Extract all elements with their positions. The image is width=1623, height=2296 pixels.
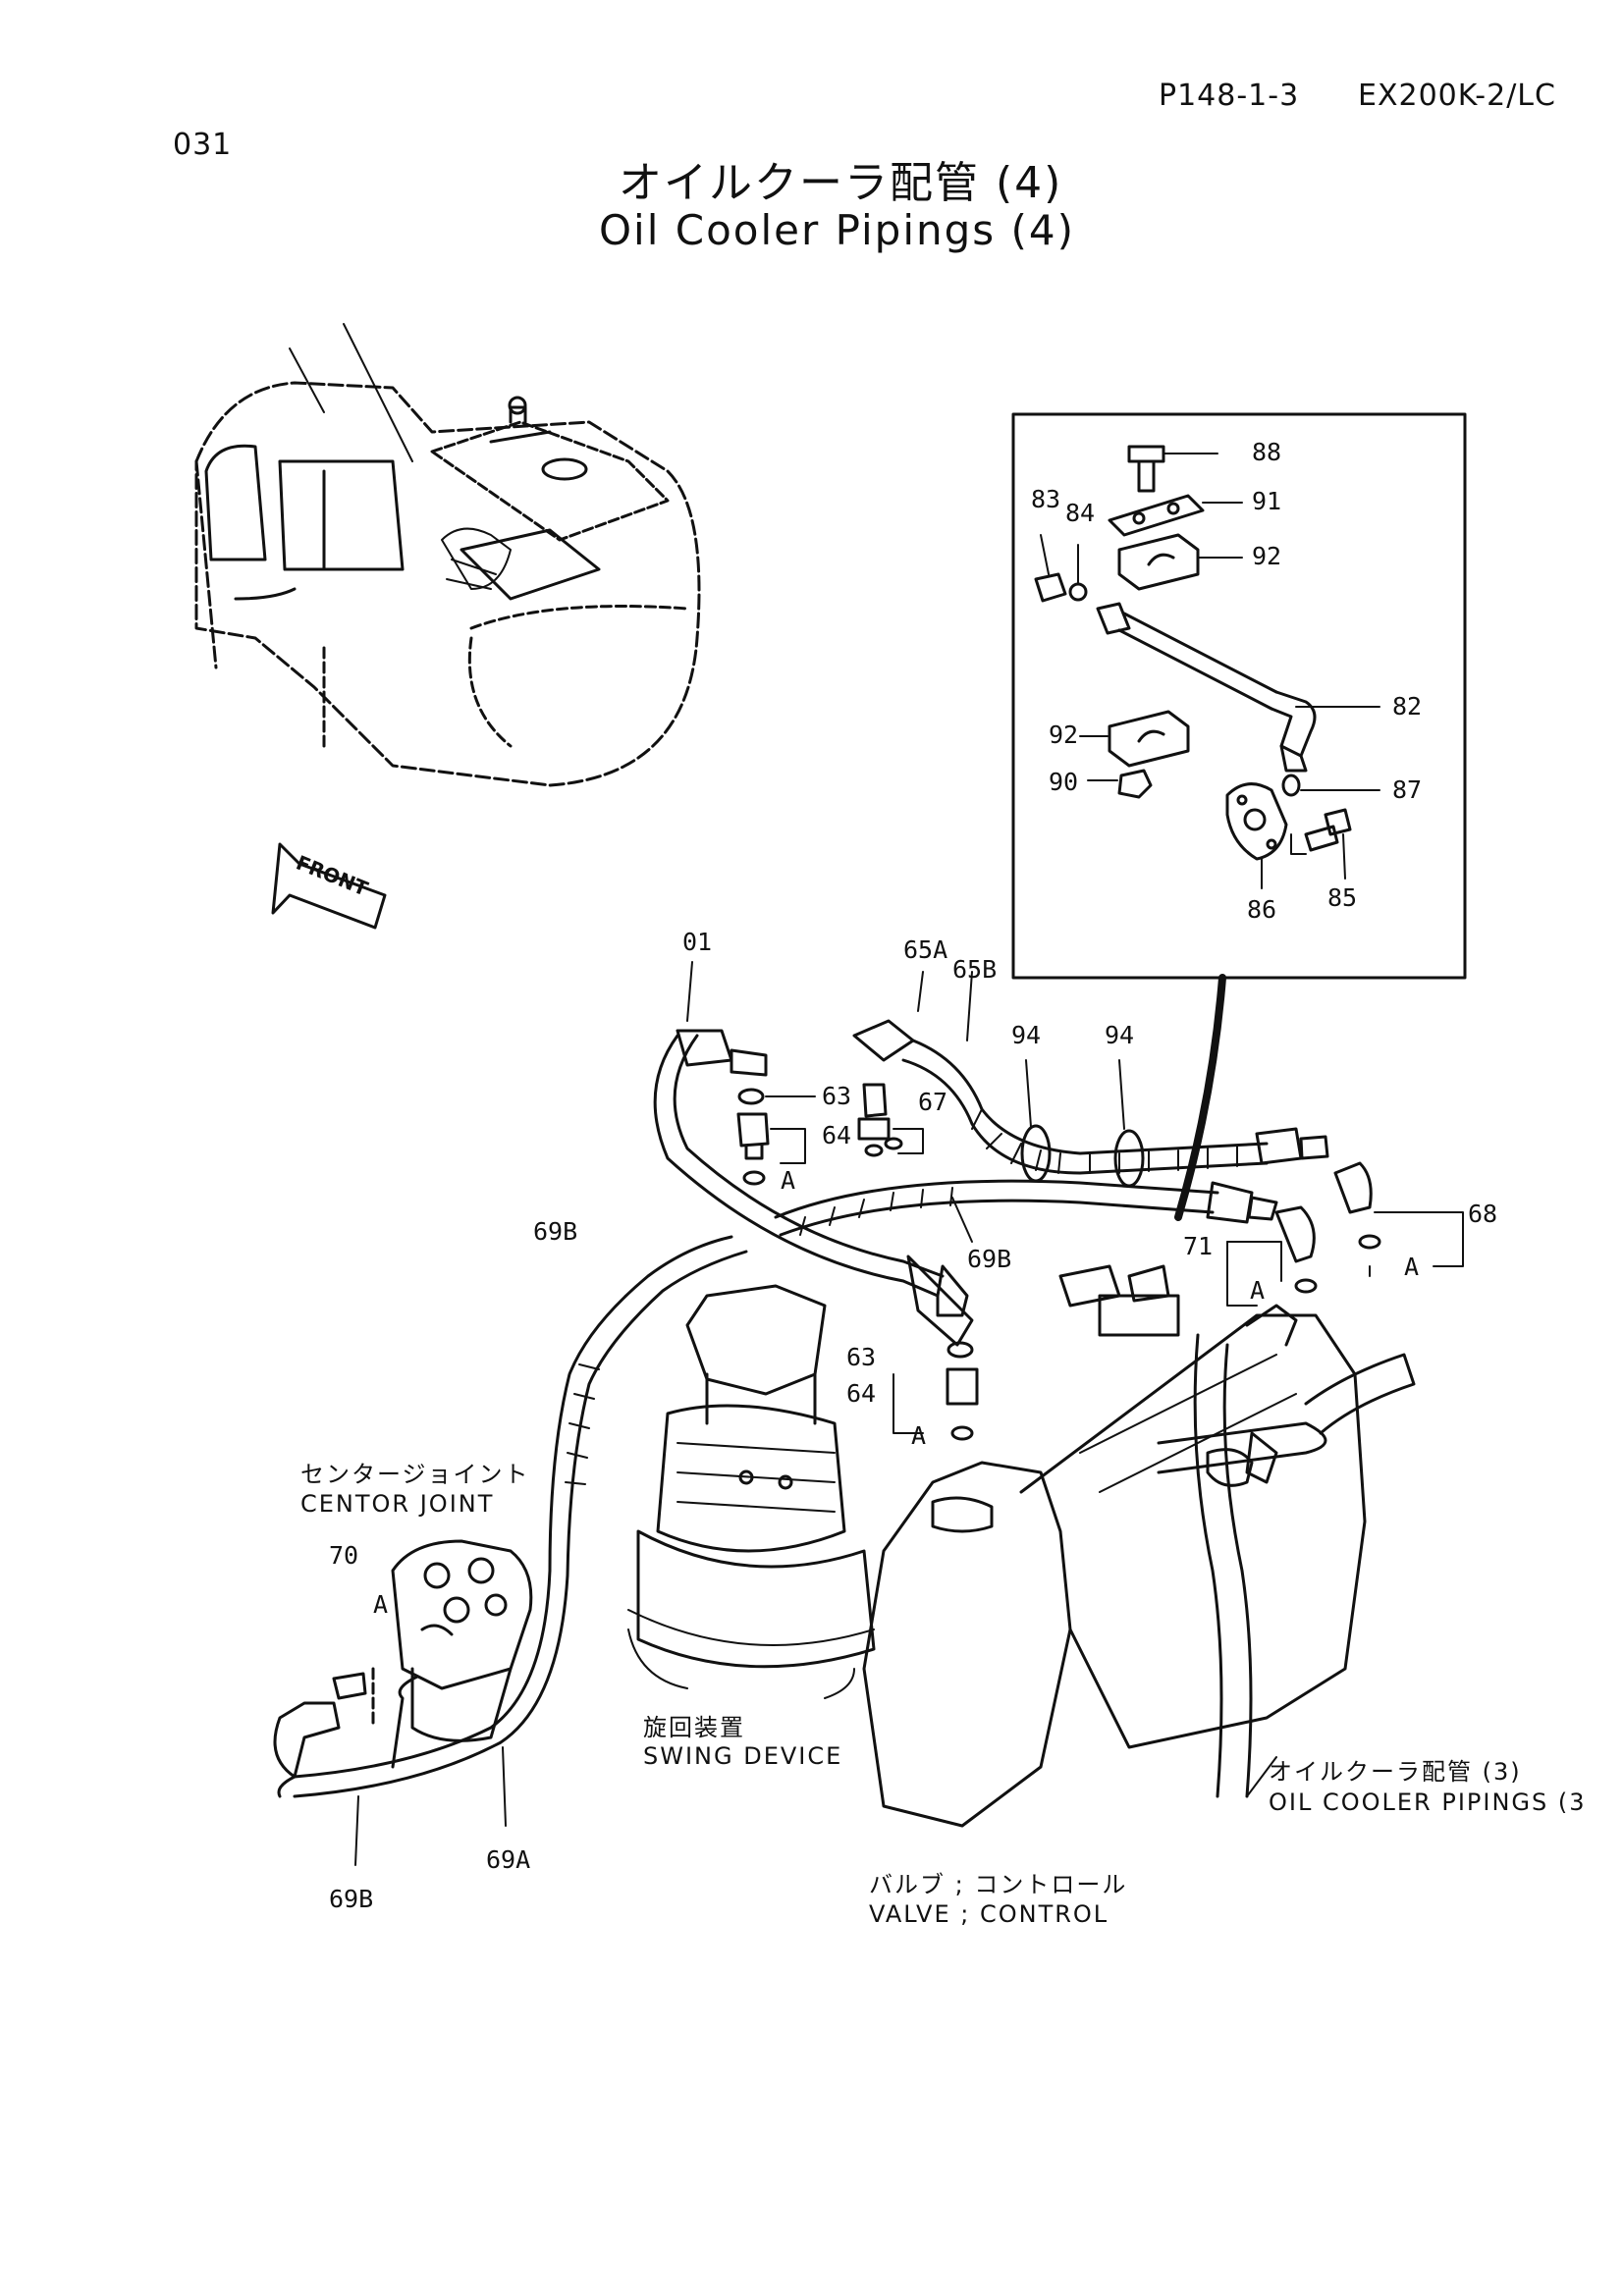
callout-90: 90 — [1049, 768, 1079, 796]
detail-inset-frame — [1011, 412, 1467, 980]
callout-82: 82 — [1392, 692, 1423, 721]
center-joint-caption-en: CENTOR JOINT — [300, 1490, 495, 1518]
callout-69b-left: 69B — [533, 1217, 578, 1246]
callout-92-top: 92 — [1252, 542, 1282, 570]
valve-caption-en: VALVE ; CONTROL — [869, 1900, 1109, 1928]
center-joint-caption-jp: センタージョイント — [300, 1461, 530, 1488]
callout-a-right: A — [1404, 1253, 1420, 1281]
valve-caption-jp: バルブ ; コントロール — [869, 1871, 1128, 1898]
oil-cooler-caption-jp: オイルクーラ配管 (3) — [1269, 1758, 1522, 1786]
callout-94-b: 94 — [1105, 1021, 1135, 1049]
callout-83: 83 — [1031, 485, 1061, 513]
model-number: EX200K-2/LC — [1358, 79, 1556, 113]
inset-parts — [1034, 445, 1380, 889]
center-joint-illustration — [371, 1539, 533, 1742]
callout-68: 68 — [1468, 1200, 1498, 1228]
title-english: Oil Cooler Pipings (4) — [599, 206, 1075, 254]
main-piping — [273, 961, 1464, 1866]
callout-a-center: A — [373, 1590, 389, 1619]
page-reference: P148-1-3 — [1159, 79, 1300, 113]
callout-a-upper: A — [781, 1166, 796, 1195]
swing-device-caption-en: SWING DEVICE — [643, 1742, 843, 1770]
callout-88: 88 — [1252, 438, 1282, 466]
callout-91: 91 — [1252, 487, 1282, 515]
callout-84: 84 — [1065, 499, 1096, 527]
callout-85: 85 — [1327, 883, 1358, 912]
callout-01: 01 — [682, 928, 713, 956]
callout-64-lower: 64 — [846, 1379, 877, 1408]
callout-a-lower: A — [911, 1421, 927, 1450]
oil-cooler-caption-en: OIL COOLER PIPINGS (3 — [1269, 1789, 1587, 1816]
callout-69b-bottom: 69B — [329, 1885, 374, 1913]
callout-69b-mid: 69B — [967, 1245, 1012, 1273]
swing-device-caption-jp: 旋回装置 — [643, 1714, 745, 1741]
callout-69a: 69A — [486, 1845, 531, 1874]
callout-64-upper: 64 — [822, 1121, 852, 1149]
excavator-overview-illustration — [194, 323, 701, 787]
front-direction-arrow — [271, 842, 387, 930]
callout-87: 87 — [1392, 775, 1423, 804]
callout-63-lower: 63 — [846, 1343, 877, 1371]
callout-65b: 65B — [952, 955, 998, 984]
callout-86: 86 — [1247, 895, 1277, 924]
sheet-number: 031 — [173, 128, 233, 162]
callout-67: 67 — [918, 1088, 948, 1116]
callout-63-upper: 63 — [822, 1082, 852, 1110]
callout-71: 71 — [1183, 1232, 1214, 1260]
callout-92-low: 92 — [1049, 721, 1079, 749]
callout-65a: 65A — [903, 935, 948, 964]
callout-94-a: 94 — [1011, 1021, 1042, 1049]
inset-leader-line — [1174, 974, 1226, 1221]
control-valve-illustration — [862, 1264, 1416, 1828]
title-japanese: オイルクーラ配管 (4) — [619, 158, 1063, 208]
swing-device-illustration — [627, 1284, 876, 1699]
callout-a-71: A — [1250, 1276, 1266, 1305]
callout-70: 70 — [329, 1541, 359, 1570]
